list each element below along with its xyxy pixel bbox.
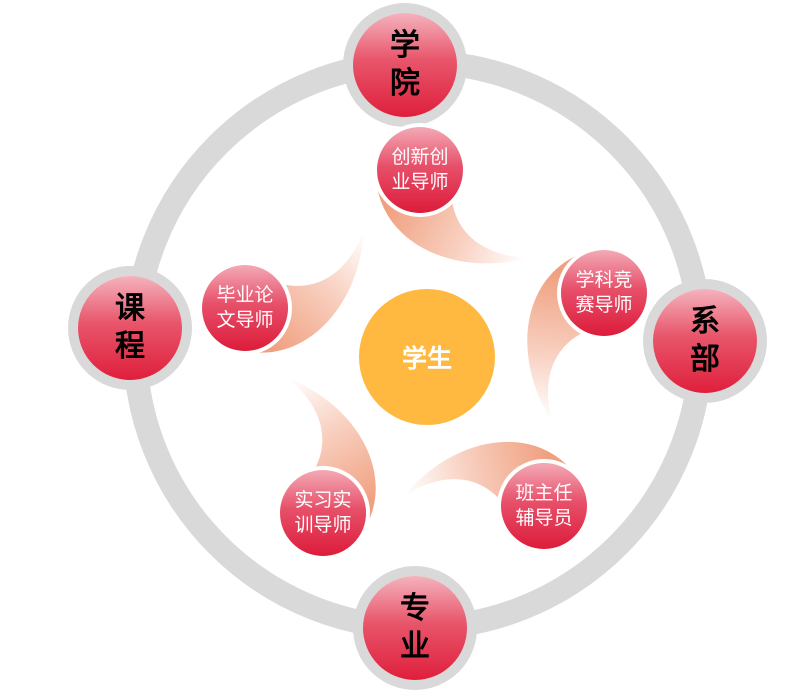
node-label: 赛导师: [575, 294, 633, 316]
node-label: 文导师: [216, 309, 274, 331]
node-label: 院: [390, 66, 420, 101]
node-label: 学科竞: [575, 269, 633, 291]
node-label: 训导师: [294, 514, 352, 536]
node-label: 辅导员: [515, 507, 573, 529]
node-course: 课 程: [78, 276, 182, 380]
node-label: 毕业论: [216, 284, 274, 306]
node-label: 创新创: [391, 146, 449, 168]
node-label: 学: [390, 28, 420, 63]
node-label: 专: [400, 591, 430, 626]
node-label: 实习实: [294, 489, 352, 511]
center-label: 学生: [401, 344, 452, 373]
node-competition-mentor: 学科竞 赛导师: [561, 250, 647, 336]
node-innovation-mentor: 创新创 业导师: [377, 127, 463, 213]
node-label: 班主任: [515, 482, 573, 504]
node-label: 课: [115, 291, 145, 326]
node-label: 程: [115, 329, 145, 364]
node-class-counselor: 班主任 辅导员: [501, 463, 587, 549]
node-label: 部: [690, 342, 720, 377]
node-label: 业: [400, 629, 430, 664]
node-college: 学 院: [353, 13, 457, 117]
node-label: 业导师: [391, 171, 449, 193]
node-student: 学生: [359, 289, 495, 425]
node-thesis-mentor: 毕业论 文导师: [202, 265, 288, 351]
node-internship-mentor: 实习实 训导师: [280, 470, 366, 556]
node-department: 系 部: [653, 289, 757, 393]
node-label: 系: [690, 304, 720, 339]
node-major: 专 业: [363, 576, 467, 680]
